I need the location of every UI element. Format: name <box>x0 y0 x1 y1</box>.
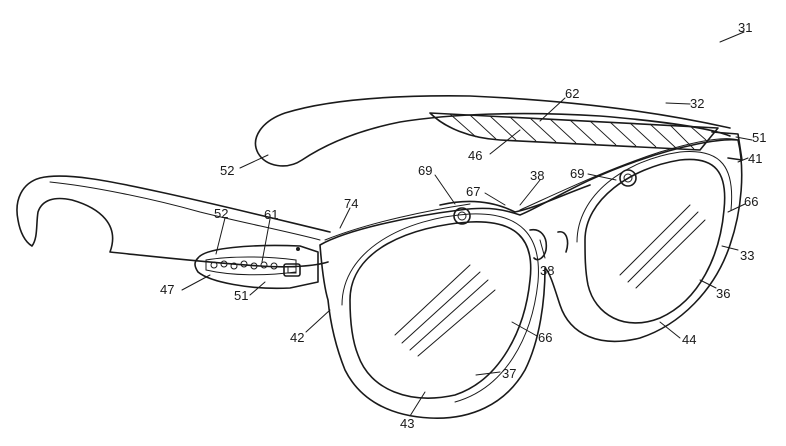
label-66-mid: 66 <box>538 330 552 345</box>
camera-right <box>619 169 637 187</box>
label-52-left: 52 <box>214 206 228 221</box>
far-temple-module-62 <box>429 112 719 151</box>
indicator-dot <box>296 247 300 251</box>
label-69-right: 69 <box>570 166 584 181</box>
label-33: 33 <box>740 248 754 263</box>
label-67: 67 <box>466 184 480 199</box>
label-69-left: 69 <box>418 163 432 178</box>
frame-top-edge <box>324 138 739 241</box>
far-temple-arm <box>254 95 731 167</box>
label-51-left: 51 <box>234 288 248 303</box>
label-32: 32 <box>690 96 704 111</box>
right-lens <box>584 158 726 324</box>
label-37: 37 <box>502 366 516 381</box>
left-lens-glare <box>394 264 496 357</box>
label-46: 46 <box>468 148 482 163</box>
frame-front-outer <box>319 138 743 419</box>
reference-numerals: 31 32 62 51 41 46 52 69 38 69 67 74 66 5… <box>160 20 766 431</box>
left-lens <box>349 221 532 399</box>
near-temple-arm-edge <box>49 181 321 241</box>
right-lens-rim-inner <box>576 151 733 243</box>
label-41: 41 <box>748 151 762 166</box>
label-44: 44 <box>682 332 696 347</box>
hinge-right <box>711 131 743 161</box>
camera-window <box>283 263 301 277</box>
label-38-mid: 38 <box>540 263 554 278</box>
label-38-top: 38 <box>530 168 544 183</box>
label-31: 31 <box>738 20 752 35</box>
left-lens-rim-inner <box>341 213 539 403</box>
label-43: 43 <box>400 416 414 431</box>
nose-pad-right <box>557 230 569 253</box>
right-lens-glare <box>619 204 706 289</box>
camera-left <box>453 207 471 225</box>
camera-window-inner <box>287 266 297 274</box>
label-36: 36 <box>716 286 730 301</box>
leader-lines <box>181 31 753 417</box>
label-51-right: 51 <box>752 130 766 145</box>
bridge <box>439 184 591 213</box>
label-62: 62 <box>565 86 579 101</box>
label-66-right: 66 <box>744 194 758 209</box>
label-52-top: 52 <box>220 163 234 178</box>
near-temple-arm <box>16 175 331 268</box>
label-42: 42 <box>290 330 304 345</box>
label-61: 61 <box>264 207 278 222</box>
near-temple-module <box>194 244 319 290</box>
label-47: 47 <box>160 282 174 297</box>
label-74: 74 <box>344 196 358 211</box>
module-circuit-pattern <box>210 260 278 270</box>
